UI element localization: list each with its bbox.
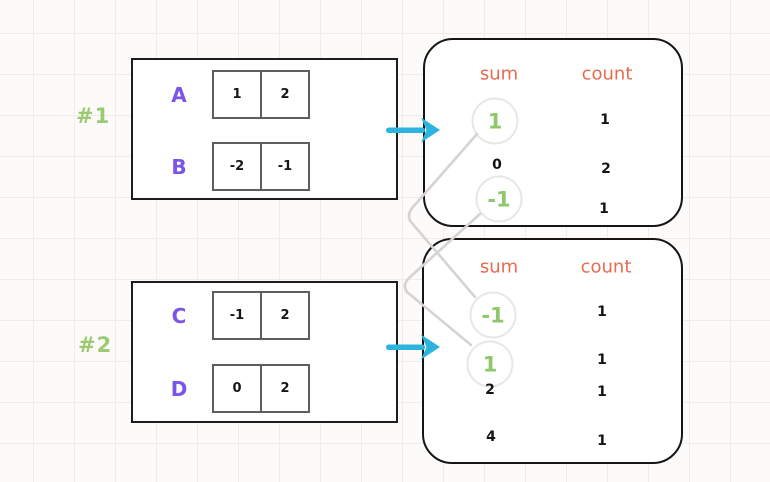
table2-row2-count: 1 [597, 352, 607, 368]
table1-row3-count: 1 [599, 201, 609, 217]
array-a-name: A [171, 83, 187, 107]
array-b-cell-1: -1 [260, 142, 310, 191]
table2-row3-count: 1 [597, 384, 607, 400]
group-1-box[interactable]: A 1 2 B -2 -1 [131, 58, 398, 200]
sum-table-2[interactable]: sum count -1 1 1 1 2 1 4 1 [422, 238, 683, 464]
arrow-group2-to-table2[interactable] [385, 333, 441, 361]
table2-row4-sum: 4 [486, 429, 496, 445]
table1-count-header: count [581, 63, 633, 85]
array-d-cell-1: 2 [260, 364, 310, 413]
array-row-c: C -1 2 [133, 291, 396, 341]
table2-row1-sum-highlighted: -1 [469, 291, 517, 339]
table1-row3-sum-highlighted: -1 [475, 175, 523, 223]
array-row-b: B -2 -1 [133, 142, 396, 192]
group-2-box[interactable]: C -1 2 D 0 2 [131, 281, 398, 423]
array-a-cells: 1 2 [212, 70, 310, 119]
array-b-cells: -2 -1 [212, 142, 310, 191]
group-1-label[interactable]: #1 [76, 104, 111, 128]
arrow-shaft [386, 344, 425, 350]
array-d-cells: 0 2 [212, 364, 310, 413]
table2-count-header: count [580, 256, 632, 278]
table1-row1-sum-highlighted: 1 [471, 97, 519, 145]
array-c-cell-1: 2 [260, 291, 310, 340]
table2-row1-count: 1 [597, 304, 607, 320]
array-c-cells: -1 2 [212, 291, 310, 340]
table2-row2-sum-highlighted: 1 [466, 340, 514, 388]
array-b-cell-0: -2 [212, 142, 262, 191]
array-row-d: D 0 2 [133, 364, 396, 414]
sum-table-1[interactable]: sum count 1 1 0 2 -1 1 [423, 38, 683, 227]
array-d-cell-0: 0 [212, 364, 262, 413]
table2-sum-header: sum [479, 256, 519, 278]
array-c-name: C [171, 304, 187, 328]
table1-row1-count: 1 [600, 112, 610, 128]
array-c-cell-0: -1 [212, 291, 262, 340]
array-row-a: A 1 2 [133, 70, 396, 120]
table2-row3-sum: 2 [485, 382, 495, 398]
table2-row4-count: 1 [597, 433, 607, 449]
arrow-shaft [386, 127, 425, 133]
array-a-cell-1: 2 [260, 70, 310, 119]
group-2-label[interactable]: #2 [78, 333, 113, 357]
arrow-head-icon [421, 334, 440, 360]
table1-sum-header: sum [479, 63, 519, 85]
arrow-group1-to-table1[interactable] [385, 116, 441, 144]
arrow-head-icon [421, 117, 440, 143]
table1-row2-sum: 0 [492, 157, 502, 173]
array-a-cell-0: 1 [212, 70, 262, 119]
array-b-name: B [171, 155, 187, 179]
array-d-name: D [170, 377, 188, 401]
table1-row2-count: 2 [601, 161, 611, 177]
